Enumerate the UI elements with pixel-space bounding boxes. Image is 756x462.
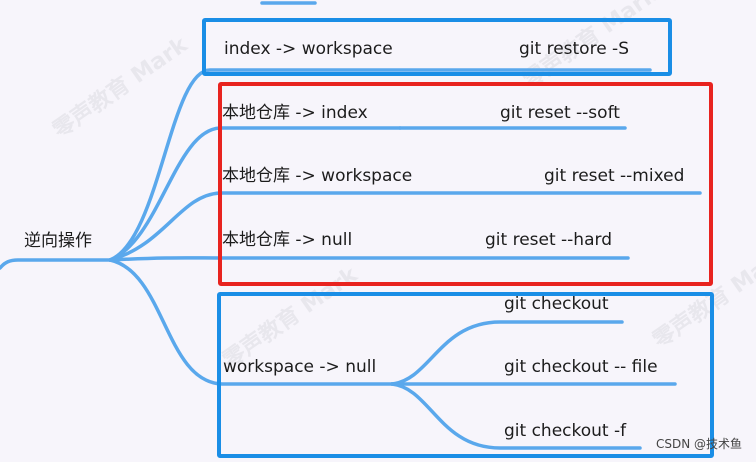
node-label: workspace -> null [223,357,377,377]
node-label: 本地仓库 -> workspace [222,166,413,186]
credit-text: CSDN @技术鱼 [655,437,742,451]
node-command: git checkout -f [504,421,627,441]
branch-line [108,68,652,262]
node-label: index -> workspace [224,39,393,59]
checkout-group-frame [217,292,714,458]
branch-line [108,126,402,262]
branch-line [390,382,642,450]
node-command: git checkout -- file [504,357,658,377]
node-command: git reset --mixed [544,166,685,186]
branch-line [108,191,702,262]
node-label: 本地仓库 -> null [222,230,353,250]
reset-group-frame [218,82,713,286]
node-command: git restore -S [519,39,629,59]
branch-line [0,258,112,270]
node-label: 本地仓库 -> index [222,103,368,123]
root-node: 逆向操作 [24,231,92,251]
restore-group-frame [202,18,672,76]
branch-line [108,258,394,386]
node-command: git reset --hard [485,230,612,250]
node-command: git reset --soft [500,103,620,123]
branch-line [390,320,624,386]
node-command: git checkout [504,294,609,314]
